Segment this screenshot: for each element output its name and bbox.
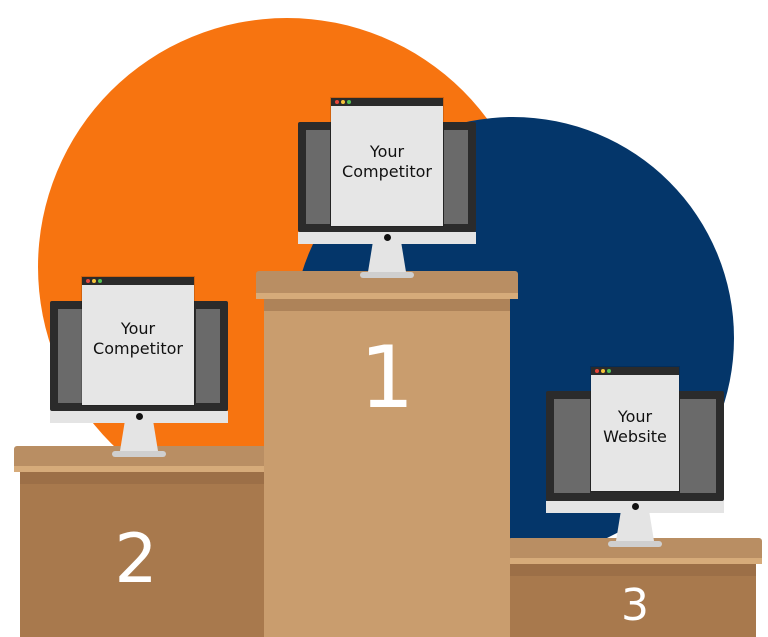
monitor-center-stand: [368, 244, 406, 272]
podium-third-lip: [508, 558, 762, 564]
monitor-left-label-line2: Competitor: [93, 339, 183, 358]
podium-third-shade: [508, 564, 756, 576]
monitor-right-label: Your Website: [591, 407, 679, 447]
monitor-center-label-line2: Competitor: [342, 162, 432, 181]
monitor-right-stand-base: [608, 541, 662, 547]
podium-second-shade: [20, 472, 266, 484]
monitor-right-label-line2: Website: [603, 427, 667, 446]
podium-second: 2: [14, 446, 266, 637]
monitor-center-screen-left: [306, 130, 330, 224]
podium-first-number: 1: [359, 328, 415, 428]
podium-third-number: 3: [621, 580, 649, 631]
window-titlebar: [331, 98, 443, 106]
podium-first: 1: [256, 271, 518, 637]
monitor-center-stand-base: [360, 272, 414, 278]
window-minimize-dot: [92, 279, 96, 283]
monitor-right-power-dot: [632, 503, 639, 510]
podium-third-body: [508, 564, 756, 637]
monitor-right: Your Website: [546, 367, 724, 551]
podium-first-shade: [264, 299, 510, 311]
podium-first-lip: [256, 293, 518, 299]
monitor-left: Your Competitor: [50, 277, 228, 461]
monitor-left-power-dot: [136, 413, 143, 420]
monitor-left-stand-base: [112, 451, 166, 457]
monitor-right-stand: [616, 513, 654, 541]
podium-third: 3: [508, 538, 762, 637]
monitor-left-stand: [120, 423, 158, 451]
monitor-left-window: Your Competitor: [82, 277, 194, 405]
podium-first-body: [264, 299, 510, 637]
monitor-center-window: Your Competitor: [331, 98, 443, 226]
window-maximize-dot: [607, 369, 611, 373]
monitor-right-label-line1: Your: [617, 407, 653, 426]
monitor-center: Your Competitor: [298, 98, 476, 282]
monitor-left-label-line1: Your: [120, 319, 156, 338]
monitor-center-screen-right: [444, 130, 468, 224]
window-close-dot: [86, 279, 90, 283]
podium-second-lip: [14, 466, 266, 472]
window-titlebar: [591, 367, 679, 375]
window-close-dot: [595, 369, 599, 373]
podium-second-body: [20, 472, 266, 637]
podium-first-top: [256, 271, 518, 293]
monitor-left-screen-left: [58, 309, 82, 403]
monitor-center-power-dot: [384, 234, 391, 241]
monitor-right-screen-left: [554, 399, 590, 493]
monitor-left-label: Your Competitor: [82, 319, 194, 359]
podium-third-top: [508, 538, 762, 558]
monitor-center-label: Your Competitor: [331, 142, 443, 182]
monitor-right-window: Your Website: [591, 367, 679, 491]
podium-second-number: 2: [114, 520, 158, 599]
window-titlebar: [82, 277, 194, 285]
window-minimize-dot: [601, 369, 605, 373]
window-maximize-dot: [347, 100, 351, 104]
monitor-right-screen-right: [680, 399, 716, 493]
monitor-left-screen-right: [196, 309, 220, 403]
window-maximize-dot: [98, 279, 102, 283]
monitor-center-label-line1: Your: [369, 142, 405, 161]
window-minimize-dot: [341, 100, 345, 104]
window-close-dot: [335, 100, 339, 104]
